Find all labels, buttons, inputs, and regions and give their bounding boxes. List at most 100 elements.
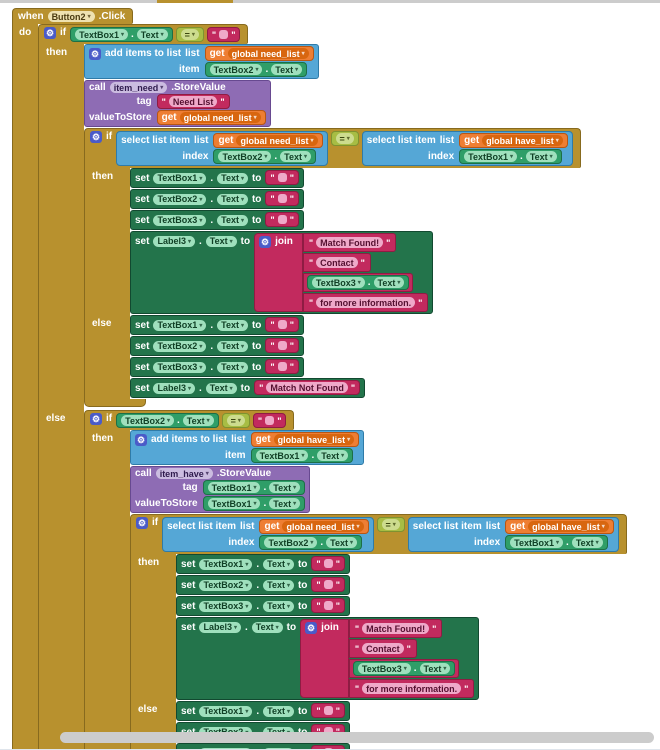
logic-compare-block[interactable]: =▾ — [376, 517, 405, 532]
component-property-getter-block[interactable]: TextBox2▾.Text▾ — [204, 62, 308, 77]
component-property-getter-block[interactable]: TextBox2▾.Text▾ — [116, 413, 219, 428]
variable-dropdown[interactable]: global need_list▾ — [236, 135, 318, 146]
property-dropdown[interactable]: Text▾ — [205, 382, 237, 394]
text-string-block[interactable]: "Need List" — [156, 94, 230, 109]
component-dropdown[interactable]: TextBox3▾ — [357, 663, 411, 674]
property-dropdown[interactable]: Text▾ — [136, 29, 168, 40]
property-dropdown[interactable]: Text▾ — [217, 172, 248, 184]
empty-string-block[interactable]: "" — [206, 27, 241, 42]
property-dropdown[interactable]: Text▾ — [419, 663, 451, 674]
property-dropdown[interactable]: Text▾ — [271, 64, 303, 75]
property-dropdown[interactable]: Text▾ — [263, 705, 294, 717]
text-string-block[interactable]: "Contact" — [352, 641, 413, 656]
mutator-gear-icon[interactable]: ⚙ — [44, 27, 56, 39]
mutator-gear-icon[interactable]: ⚙ — [305, 622, 318, 634]
empty-string-block[interactable]: "" — [265, 359, 299, 374]
component-property-getter-block[interactable]: TextBox3▾.Text▾ — [306, 275, 410, 290]
empty-string-block[interactable]: "" — [265, 338, 299, 353]
variable-dropdown[interactable]: global need_list▾ — [227, 48, 309, 59]
component-property-getter-block[interactable]: TextBox1▾.Text▾ — [459, 149, 562, 164]
component-dropdown[interactable]: Label3▾ — [153, 382, 195, 394]
component-property-getter-block[interactable]: TextBox1▾.Text▾ — [505, 535, 608, 550]
component-property-getter-block[interactable]: TextBox2▾.Text▾ — [213, 149, 316, 164]
property-dropdown[interactable]: Text▾ — [205, 235, 237, 247]
empty-string-block[interactable]: "" — [265, 191, 299, 206]
component-dropdown[interactable]: TextBox1▾ — [464, 151, 518, 162]
variable-dropdown[interactable]: global need_list▾ — [282, 521, 364, 532]
property-dropdown[interactable]: Text▾ — [217, 319, 248, 331]
mutator-gear-icon[interactable]: ⚙ — [89, 47, 101, 60]
component-dropdown[interactable]: TextBox1▾ — [153, 172, 207, 184]
empty-string-block[interactable]: "" — [265, 212, 299, 227]
mutator-gear-icon[interactable]: ⚙ — [135, 433, 147, 446]
property-dropdown[interactable]: Text▾ — [263, 600, 294, 612]
property-dropdown[interactable]: Text▾ — [263, 747, 294, 749]
component-dropdown[interactable]: TextBox1▾ — [207, 498, 261, 509]
component-dropdown[interactable]: TextBox3▾ — [199, 747, 253, 749]
component-dropdown[interactable]: TextBox3▾ — [153, 361, 207, 373]
component-dropdown[interactable]: TextBox1▾ — [199, 705, 253, 717]
component-property-getter-block[interactable]: TextBox2▾.Text▾ — [259, 535, 362, 550]
text-string-block[interactable]: "Contact" — [306, 255, 367, 270]
component-dropdown[interactable]: TextBox2▾ — [199, 579, 253, 591]
component-property-getter-block[interactable]: TextBox1▾.Text▾ — [202, 496, 306, 511]
component-dropdown[interactable]: TextBox1▾ — [255, 450, 309, 461]
logic-compare-block[interactable]: =▾ — [330, 131, 359, 146]
component-property-getter-block[interactable]: TextBox1▾.Text▾ — [70, 27, 173, 42]
component-property-getter-block[interactable]: TextBox1▾.Text▾ — [202, 480, 306, 495]
property-dropdown[interactable]: Text▾ — [251, 621, 283, 633]
property-dropdown[interactable]: Text▾ — [263, 579, 294, 591]
variable-dropdown[interactable]: global have_list▾ — [528, 521, 609, 532]
empty-string-block[interactable]: "" — [265, 317, 299, 332]
property-dropdown[interactable]: Text▾ — [373, 277, 405, 288]
empty-string-block[interactable]: "" — [311, 745, 345, 749]
mutator-gear-icon[interactable]: ⚙ — [90, 131, 102, 143]
operator-dropdown[interactable]: =▾ — [226, 415, 245, 426]
component-property-getter-block[interactable]: TextBox1▾.Text▾ — [250, 448, 354, 463]
logic-compare-block[interactable]: =▾ — [175, 27, 204, 42]
empty-string-block[interactable]: "" — [311, 556, 345, 571]
property-dropdown[interactable]: Text▾ — [217, 340, 248, 352]
component-dropdown[interactable]: TextBox3▾ — [311, 277, 365, 288]
variable-dropdown[interactable]: global have_list▾ — [273, 434, 355, 445]
component-dropdown[interactable]: TextBox1▾ — [207, 482, 261, 493]
property-dropdown[interactable]: Text▾ — [263, 558, 294, 570]
component-dropdown[interactable]: Label3▾ — [153, 235, 195, 247]
property-dropdown[interactable]: Text▾ — [217, 214, 248, 226]
operator-dropdown[interactable]: =▾ — [180, 29, 199, 40]
component-dropdown[interactable]: TextBox2▾ — [153, 193, 207, 205]
component-dropdown[interactable]: TextBox2▾ — [153, 340, 207, 352]
variable-dropdown[interactable]: global have_list▾ — [482, 135, 563, 146]
text-join-block[interactable]: ⚙join"Match Found!""Contact"TextBox3▾.Te… — [254, 233, 429, 312]
text-string-block[interactable]: "Match Not Found" — [254, 380, 361, 395]
property-dropdown[interactable]: Text▾ — [571, 537, 603, 548]
component-dropdown[interactable]: TextBox2▾ — [121, 415, 174, 426]
component-dropdown[interactable]: TextBox2▾ — [218, 151, 272, 162]
text-string-block[interactable]: "for more information." — [352, 681, 471, 696]
component-dropdown[interactable]: TextBox1▾ — [510, 537, 564, 548]
